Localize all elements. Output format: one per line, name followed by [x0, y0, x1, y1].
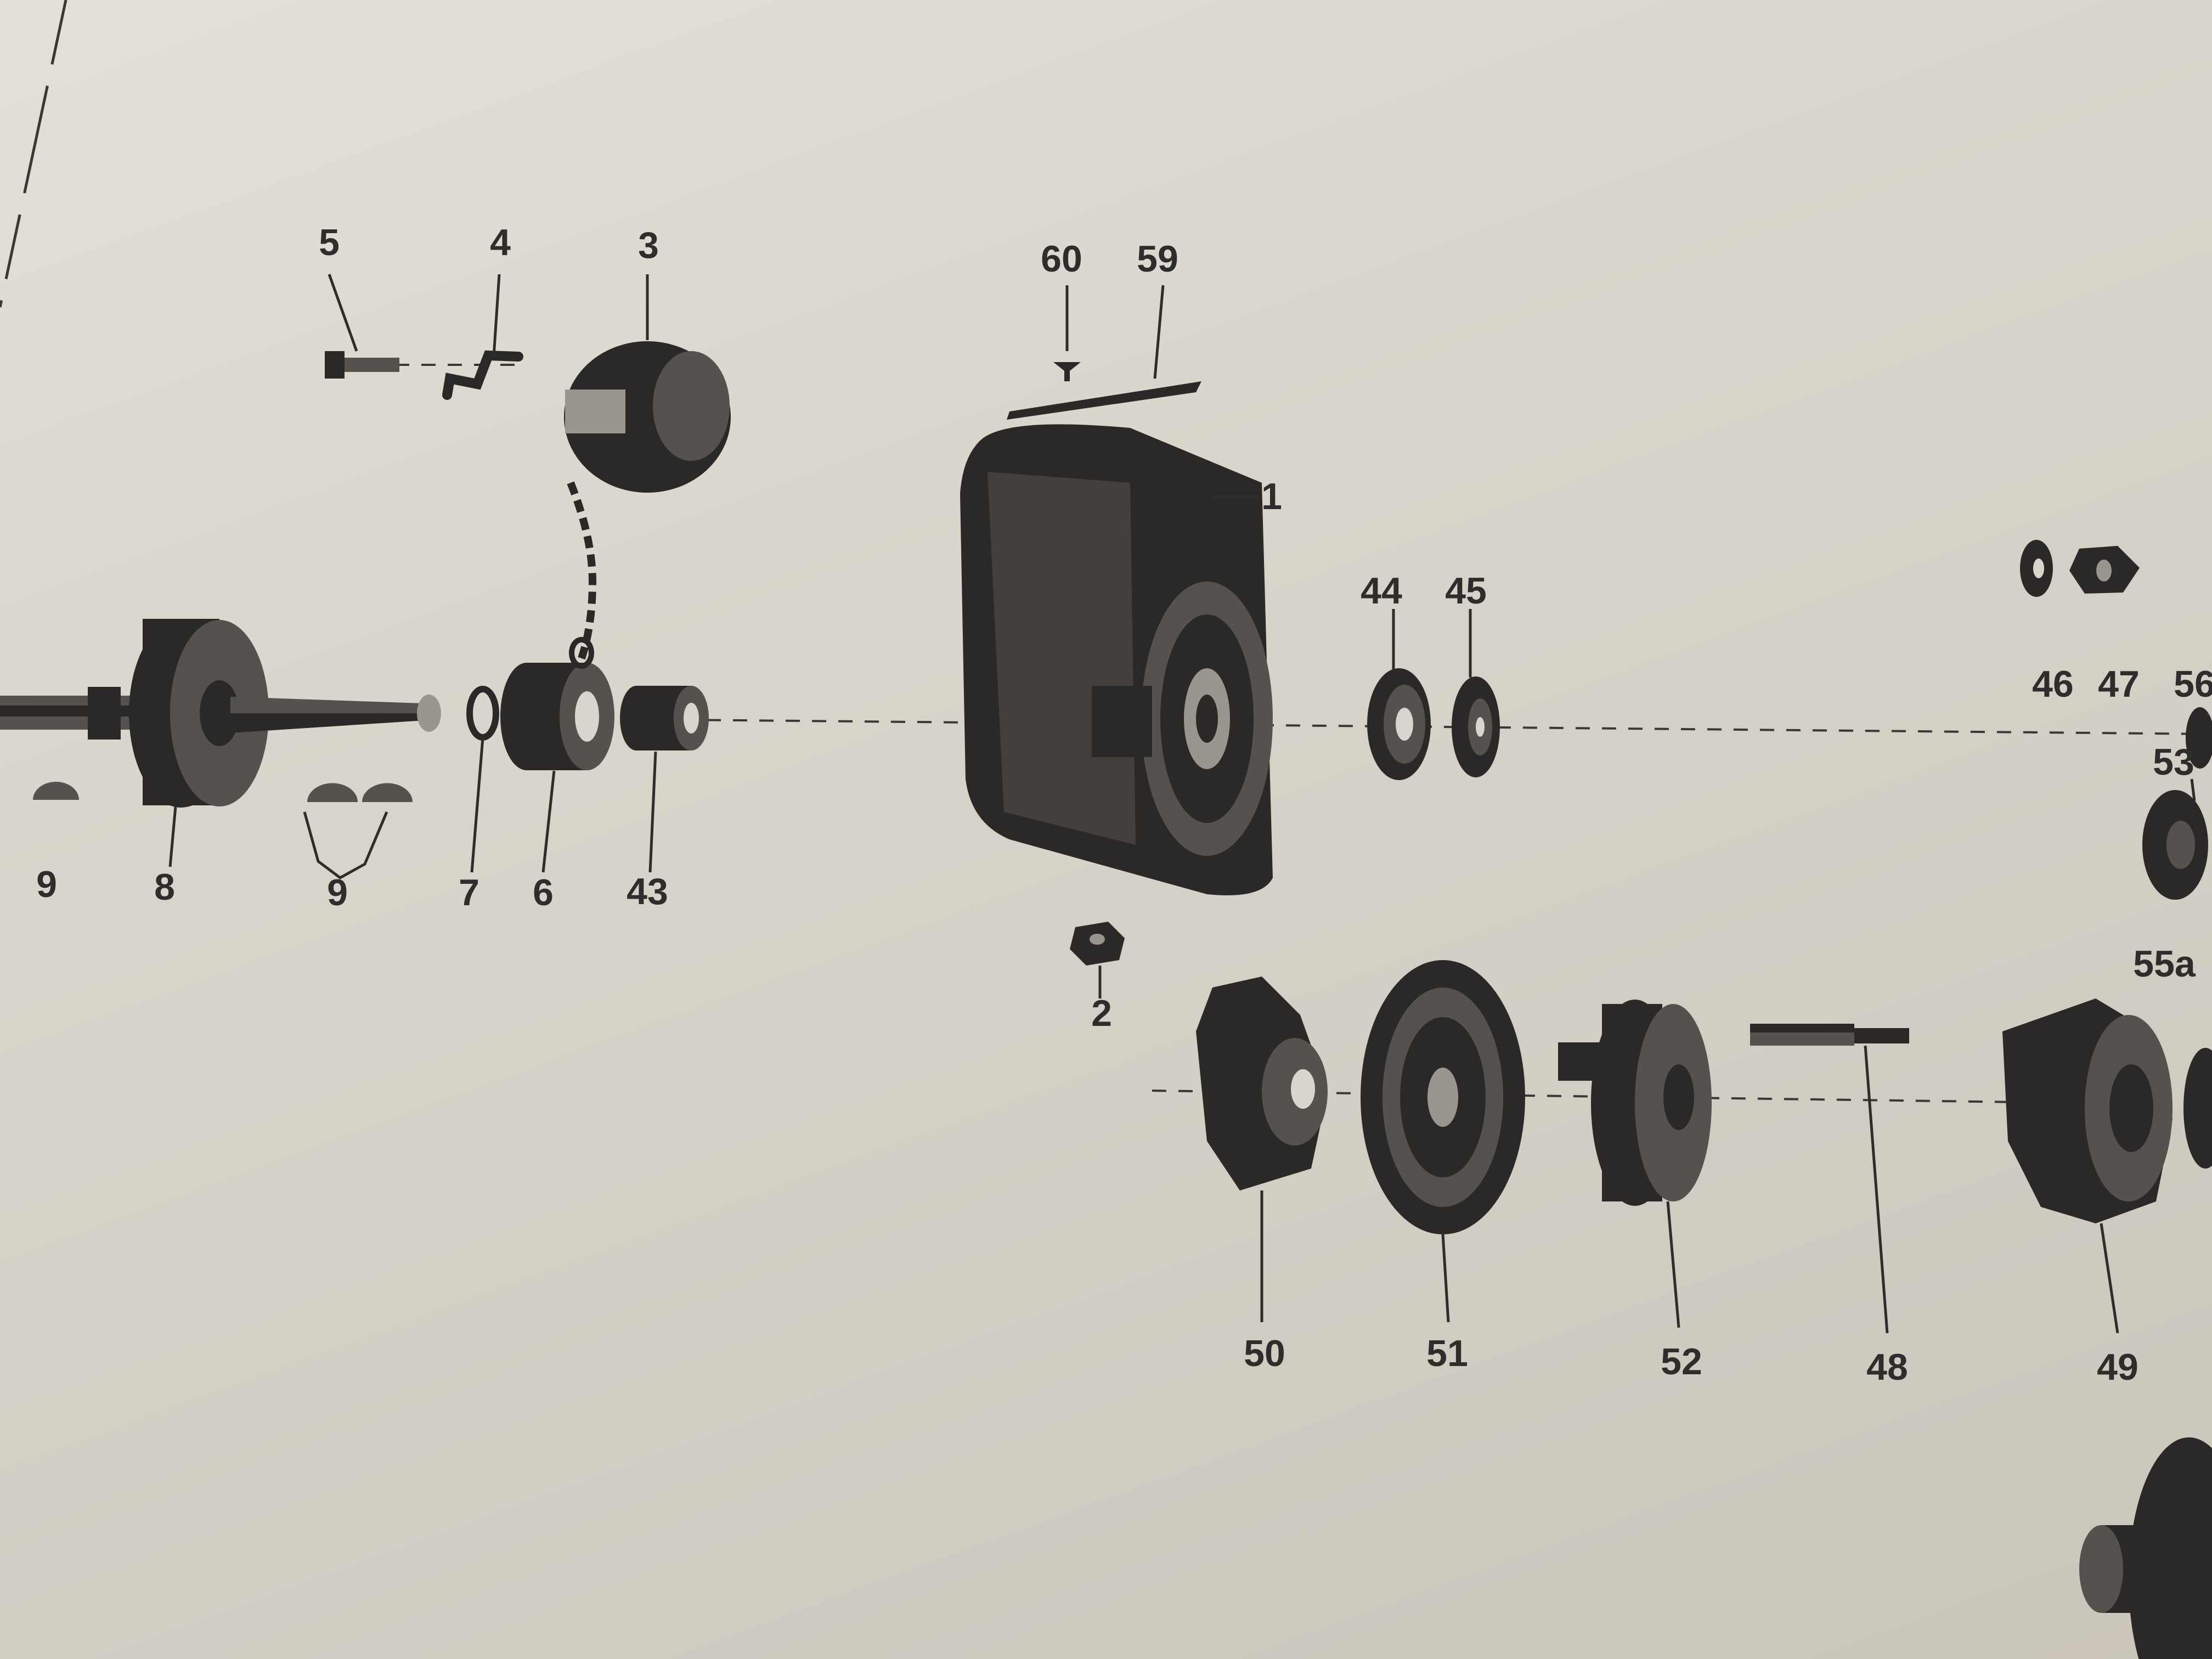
part-label-50: 50	[1244, 1333, 1285, 1374]
key-part-a	[33, 782, 79, 800]
upper-axis-line	[680, 719, 2212, 735]
part-label-59: 59	[1137, 238, 1178, 280]
part-label-52: 52	[1661, 1341, 1702, 1383]
leader-4	[492, 274, 501, 357]
part-label-47: 47	[2098, 663, 2140, 705]
leader-43	[648, 751, 657, 873]
ball-bearing-part	[500, 663, 614, 770]
margin-line	[0, 0, 67, 308]
screw-part	[325, 351, 399, 379]
part-label-49: 49	[2097, 1346, 2138, 1388]
part-label-45: 45	[1445, 570, 1487, 612]
leader-53	[2190, 778, 2196, 802]
coil-cover-part	[564, 341, 731, 669]
part-label-56: 56	[2174, 663, 2212, 705]
bearing-44-part	[1367, 668, 1431, 780]
part-label-6: 6	[533, 872, 554, 913]
leader-59	[1153, 285, 1165, 379]
leader-48	[1864, 1045, 1889, 1334]
part-label-5: 5	[319, 222, 340, 263]
part-label-44: 44	[1361, 570, 1402, 612]
key-part-b	[307, 783, 358, 802]
part-label-1: 1	[1261, 476, 1282, 517]
rivet-part	[1053, 362, 1081, 381]
leader-6	[541, 770, 556, 873]
leader-7	[470, 737, 484, 873]
part-label-2: 2	[1091, 992, 1112, 1034]
part-51	[1361, 960, 1525, 1234]
part-label-51: 51	[1426, 1333, 1468, 1374]
part-label-3: 3	[638, 224, 659, 266]
leader-5	[328, 274, 358, 352]
part-label-46: 46	[2032, 663, 2074, 705]
part-label-9a: 9	[36, 864, 57, 905]
flange-part	[2079, 1437, 2212, 1659]
part-label-48: 48	[1866, 1346, 1908, 1388]
part-49-washer	[2183, 1048, 2212, 1169]
part-label-4: 4	[490, 222, 511, 263]
part-49	[2002, 998, 2172, 1223]
seal-45-part	[1452, 676, 1500, 777]
part-52	[1558, 1000, 1712, 1206]
part-label-55a: 55a	[2133, 943, 2196, 985]
key-part-c	[362, 783, 413, 802]
bushing-part	[620, 686, 709, 751]
part-label-9b: 9	[327, 872, 348, 913]
part-label-7: 7	[459, 872, 479, 913]
part-label-8: 8	[154, 866, 175, 908]
part-56	[2186, 707, 2212, 769]
part-50	[1196, 977, 1328, 1190]
part-label-60: 60	[1041, 238, 1082, 280]
part-label-43: 43	[627, 871, 668, 912]
washer-part	[466, 686, 499, 741]
clip-part	[442, 350, 523, 400]
leader-8	[168, 806, 177, 867]
leader-52	[1666, 1201, 1680, 1328]
leader-51	[1441, 1234, 1450, 1323]
name-plate-part	[1007, 381, 1201, 420]
pin-48-part	[1750, 1024, 1909, 1046]
leader-49	[2100, 1223, 2119, 1334]
part-label-53: 53	[2153, 741, 2194, 783]
crankshaft-part	[0, 619, 441, 808]
key-bracket	[303, 811, 388, 879]
magneto-housing-part	[960, 424, 1273, 895]
